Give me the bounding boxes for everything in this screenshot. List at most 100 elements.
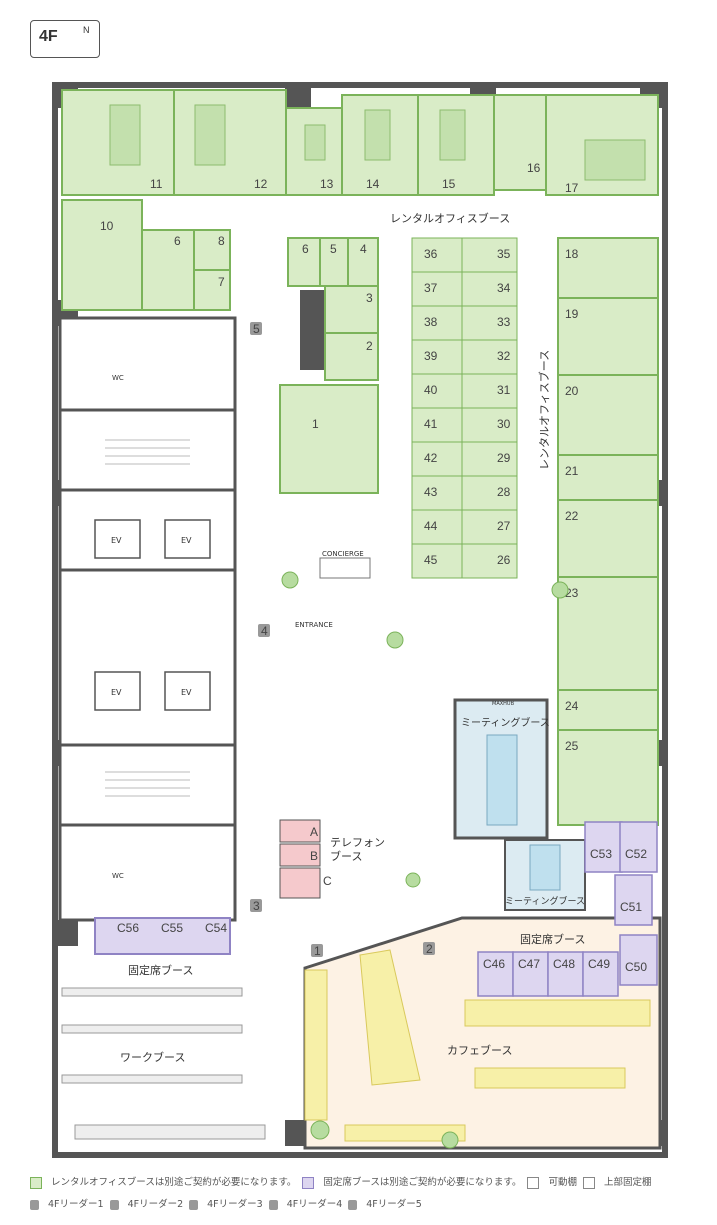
office-10[interactable]	[61, 199, 143, 311]
reader-5-label: 5	[253, 322, 260, 336]
fixed-seat-C48[interactable]	[547, 951, 584, 997]
movable-shelf-swatch	[527, 1177, 540, 1189]
office-14-label: 14	[366, 177, 380, 191]
fixed-seat-left-area	[94, 917, 231, 955]
booth-28[interactable]	[461, 475, 518, 511]
reader-1-label: 1	[314, 944, 321, 958]
rental-booth-title-top: レンタルオフィスブース	[390, 211, 510, 225]
phone-booth-a[interactable]	[279, 819, 321, 843]
office-19[interactable]	[557, 297, 659, 376]
office-24-label: 24	[565, 699, 579, 713]
telephone-booth-label-2: ブース	[330, 849, 362, 863]
office-24[interactable]	[557, 689, 659, 731]
fixed-shelf-swatch	[582, 1177, 595, 1189]
fixed-seat-C46[interactable]	[477, 951, 514, 997]
small-offices: 6 5 4 3 2 1	[279, 237, 379, 494]
booth-26[interactable]	[461, 543, 518, 579]
lock-icon	[189, 1200, 199, 1210]
legend-reader3: 4Fリーダー3	[207, 1199, 263, 1210]
booth-37-label: 37	[424, 281, 438, 295]
booth-36-label: 36	[424, 247, 438, 261]
office-6a[interactable]	[141, 229, 195, 311]
small-office-2-label: 2	[366, 339, 373, 353]
fixed-seat-label: C51	[620, 900, 642, 914]
fixed-seat-C52[interactable]	[619, 821, 658, 873]
fixed-seat-right-label: 固定席ブース	[520, 932, 585, 946]
booth-43[interactable]	[411, 475, 463, 511]
booth-27[interactable]	[461, 509, 518, 545]
legend-reader2: 4Fリーダー2	[127, 1199, 184, 1210]
office-22[interactable]	[557, 499, 659, 578]
wc-label-1: WC	[112, 374, 124, 382]
booth-35[interactable]	[461, 237, 518, 273]
office-25[interactable]	[557, 729, 659, 826]
office-13-label: 13	[320, 177, 334, 191]
office-19-label: 19	[565, 307, 579, 321]
office-17-label: 17	[565, 181, 579, 195]
booth-43-label: 43	[424, 485, 438, 499]
fixed-seat-label: C47	[518, 957, 540, 971]
office-25-label: 25	[565, 739, 579, 753]
legend-reader4: 4Fリーダー4	[286, 1199, 343, 1210]
telephone-booth-label-1: テレフォン	[330, 836, 385, 849]
office-7[interactable]	[193, 269, 231, 311]
booth-30[interactable]	[461, 407, 518, 443]
left-offices: 10 6 8 7	[61, 199, 231, 311]
reader-3-lock-icon	[250, 899, 262, 912]
lock-icon	[109, 1200, 119, 1210]
office-16[interactable]	[493, 94, 547, 191]
booth-31[interactable]	[461, 373, 518, 409]
booth-34[interactable]	[461, 271, 518, 307]
legend-fixed-shelf: 上部固定棚	[603, 1177, 652, 1188]
booth-39-label: 39	[424, 349, 438, 363]
lock-icon	[268, 1200, 278, 1210]
office-8[interactable]	[193, 229, 231, 271]
booth-29[interactable]	[461, 441, 518, 477]
reader-3-label: 3	[253, 899, 260, 913]
legend-fixed: 固定席ブースは別途ご契約が必要になります。	[323, 1177, 522, 1188]
work-desks	[61, 987, 266, 1140]
booth-32[interactable]	[461, 339, 518, 375]
booth-33-label: 33	[497, 315, 511, 329]
work-booth-label: ワークブース	[120, 1050, 185, 1064]
top-offices: 11 12 13 14 15 16 17	[61, 89, 659, 196]
booth-45-label: 45	[424, 553, 438, 567]
office-11-label: 11	[150, 177, 163, 191]
booth-37[interactable]	[411, 271, 463, 307]
fixed-seat-C51[interactable]	[614, 874, 653, 926]
office-7-label: 7	[218, 275, 225, 289]
phone-a-label: A	[310, 825, 318, 839]
booth-42-label: 42	[424, 451, 438, 465]
fixed-seat-label: C52	[625, 847, 647, 861]
ev-label-3: EV	[111, 688, 122, 697]
booth-38[interactable]	[411, 305, 463, 341]
maxhub-label: MAXHUB	[492, 701, 515, 707]
booth-44[interactable]	[411, 509, 463, 545]
core	[58, 316, 237, 922]
fixed-seat-C50[interactable]	[619, 934, 658, 986]
office-15-label: 15	[442, 177, 456, 191]
fixed-seat-C49[interactable]	[582, 951, 619, 997]
north-arrow-icon: N	[83, 25, 90, 35]
booth-33[interactable]	[461, 305, 518, 341]
office-12[interactable]	[173, 89, 287, 196]
office-18[interactable]	[557, 237, 659, 299]
phone-booth-c[interactable]	[279, 867, 321, 899]
fixed-seat-C53[interactable]	[584, 821, 623, 873]
phone-booth-b[interactable]	[279, 843, 321, 867]
reader-4-label: 4	[261, 624, 268, 638]
rental-booth-title-side: レンタルオフィスブース	[537, 350, 551, 470]
fixed-swatch	[302, 1177, 315, 1189]
legend-reader5: 4Fリーダー5	[366, 1199, 422, 1210]
booth-29-label: 29	[497, 451, 511, 465]
office-16-label: 16	[527, 161, 541, 175]
booth-31-label: 31	[497, 383, 511, 397]
fixed-seat-C56-label: C56	[117, 921, 139, 935]
plants	[281, 571, 569, 1149]
legend-movable: 可動棚	[548, 1177, 577, 1188]
ev-label-1: EV	[111, 536, 122, 545]
booth-27-label: 27	[497, 519, 511, 533]
lock-icon	[348, 1200, 358, 1210]
booth-41-label: 41	[424, 417, 438, 431]
